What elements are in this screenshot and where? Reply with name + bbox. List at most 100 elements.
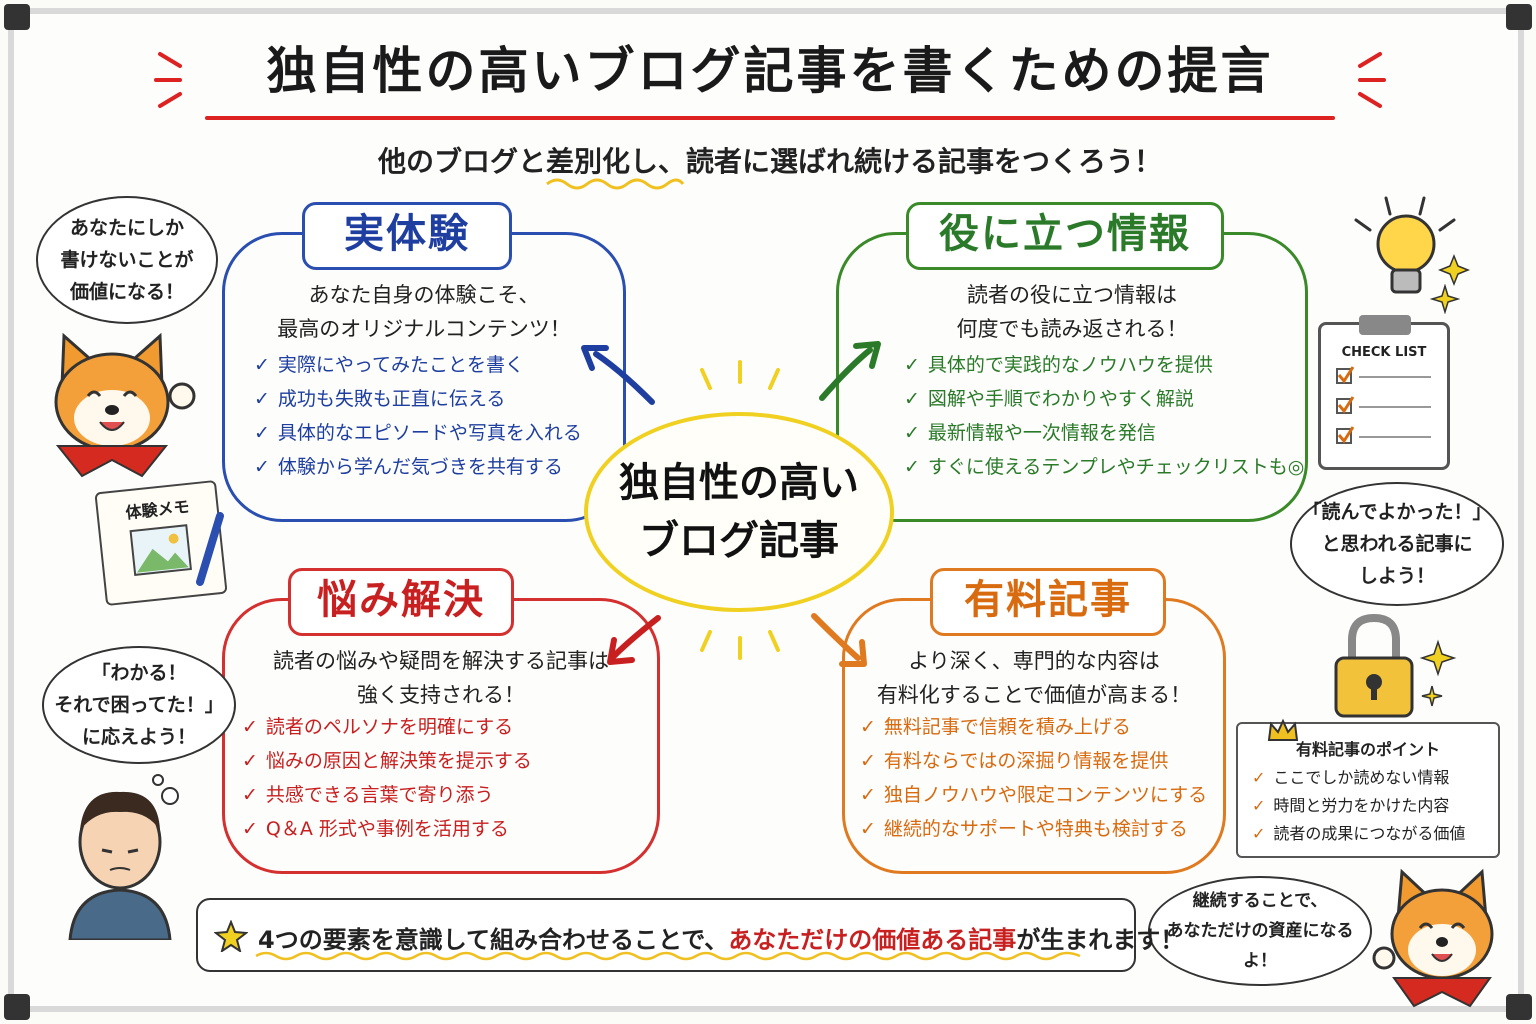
solve-label: 悩み解決: [288, 568, 514, 636]
list-item: ✓時間と労力をかけた内容: [1252, 792, 1465, 820]
item-text: 実際にやってみたことを書く: [277, 354, 524, 376]
bubble-line: 価値になる！: [69, 281, 184, 303]
check-icon: ✓: [904, 456, 920, 478]
experience-list: ✓実際にやってみたことを書く ✓成功も失敗も正直に伝える ✓具体的なエピソードや…: [254, 348, 582, 484]
list-item: ✓体験から学んだ気づきを共有する: [254, 450, 582, 484]
center-topic: 独自性の高い ブログ記事: [584, 412, 894, 612]
speech-bubble-mid-left: 「わかる！ それで困ってた！」に応えよう！: [42, 646, 236, 764]
check-icon: ✓: [860, 784, 876, 806]
useful-label: 役に立つ情報: [906, 202, 1224, 270]
bubble-line: に応えよう！: [81, 726, 196, 748]
shiba-dog-pointing-icon: [1372, 868, 1494, 1008]
checklist-clipboard: CHECK LIST: [1318, 315, 1450, 470]
bubble-line: あなたにしか: [69, 217, 184, 239]
check-icon: ✓: [904, 354, 920, 376]
shiba-dog-icon: [54, 332, 196, 478]
speech-bubble-top-left: あなたにしか書けないことが価値になる！: [36, 196, 218, 324]
list-item: ✓ 具体的で実践的なノウハウを提供: [904, 348, 1304, 382]
item-text: 体験から学んだ気づきを共有する: [277, 456, 563, 478]
title-accent-left-icon: [154, 52, 182, 108]
paid-list: ✓無料記事で信頼を積み上げる ✓ 有料ならではの深掘り情報を提供 ✓独自ノウハウや…: [860, 710, 1207, 846]
list-item: ✓Q＆A 形式や事例を活用する: [242, 812, 532, 846]
center-arrows: [581, 341, 881, 667]
check-icon: ✓: [860, 716, 876, 738]
check-icon: ✓: [860, 750, 876, 772]
speech-bubble-bottom-right: 継続することで、あなただけの資産になるよ！: [1148, 876, 1372, 986]
list-item: ✓ここでしか読めない情報: [1252, 764, 1465, 792]
bubble-line: それで困ってた！」: [54, 694, 224, 716]
item-text: Q＆A 形式や事例を活用する: [265, 818, 509, 840]
board-corner: [1506, 994, 1532, 1020]
experience-intro-line1: あなた自身の体験こそ、: [308, 283, 540, 307]
item-text: 読者の成果につながる価値: [1273, 824, 1466, 843]
checklist-lines-icon: [1336, 366, 1431, 444]
title-underline: [205, 116, 1335, 120]
check-icon: ✓: [242, 716, 258, 738]
item-text: 継続的なサポートや特典も検討する: [883, 818, 1188, 840]
footer-text-before: 4つの要素を意識して組み合わせることで、: [258, 926, 729, 954]
paid-intro-line1: より深く、専門的な内容は: [908, 649, 1160, 673]
footer-text-after: が生まれます！: [1016, 926, 1185, 954]
star-icon: [214, 920, 248, 952]
footer-wave-underline: [255, 951, 1081, 961]
bubble-line: 「読んでよかった！」: [1302, 501, 1492, 523]
list-item: ✓ 共感できる言葉で寄り添う: [242, 778, 532, 812]
bubble-line: と思われる記事に: [1321, 533, 1473, 555]
pen-icon: [196, 512, 224, 586]
list-item: ✓無料記事で信頼を積み上げる: [860, 710, 1207, 744]
experience-label: 実体験: [302, 202, 512, 270]
center-line1: 独自性の高い: [619, 460, 859, 506]
list-item: ✓悩みの原因と解決策を提示する: [242, 744, 532, 778]
paid-intro-line2: 有料化することで価値が高まる！: [876, 683, 1192, 707]
solve-intro: 読者の悩みや疑問を解決する記事は 強く支持される！: [232, 644, 650, 712]
item-text: すぐに使えるテンプレやチェックリストも◎: [927, 456, 1305, 478]
page-subtitle: 他のブログと差別化し、読者に選ばれ続ける記事をつくろう！: [377, 145, 1162, 178]
list-item: ✓ 読者のペルソナを明確にする: [242, 710, 532, 744]
photo-icon: [129, 524, 192, 576]
list-item: ✓成功も失敗も正直に伝える: [254, 382, 582, 416]
worried-person-icon: [68, 774, 179, 940]
bubble-line: しよう！: [1358, 565, 1435, 587]
board-corner: [4, 4, 30, 30]
board-corner: [1506, 4, 1532, 30]
list-item: ✓ 有料ならではの深掘り情報を提供: [860, 744, 1207, 778]
bubble-line: あなただけの資産になるよ！: [1166, 921, 1354, 971]
clipboard-clip: [1359, 315, 1411, 335]
check-icon: ✓: [904, 422, 920, 444]
list-item: ✓継続的なサポートや特典も検討する: [860, 812, 1207, 846]
item-text: 有料ならではの深掘り情報を提供: [883, 750, 1169, 772]
useful-intro: 読者の役に立つ情報は 何度でも読み返される！: [846, 278, 1298, 346]
item-text: 悩みの原因と解決策を提示する: [265, 750, 532, 772]
arrow-to-experience-icon: [593, 351, 655, 405]
item-text: 図解や手順でわかりやすく解説: [927, 388, 1194, 410]
item-text: 読者のペルソナを明確にする: [265, 716, 514, 738]
page-title-wrap: 独自性の高いブログ記事を書くための提言: [200, 36, 1340, 106]
arrow-head: [607, 637, 635, 665]
arrow-head: [853, 341, 881, 369]
item-text: 時間と労力をかけた内容: [1273, 796, 1450, 815]
speech-bubble-mid-right: 「読んでよかった！」と思われる記事にしよう！: [1290, 482, 1504, 606]
useful-intro-line2: 何度でも読み返される！: [956, 317, 1188, 341]
item-text: 共感できる言葉で寄り添う: [265, 784, 494, 806]
solve-list: ✓ 読者のペルソナを明確にする ✓悩みの原因と解決策を提示する ✓ 共感できる言葉で…: [242, 710, 532, 846]
check-icon: ✓: [242, 784, 258, 806]
check-icon: ✓: [254, 354, 270, 376]
check-icon: ✓: [904, 388, 920, 410]
footer-text: 4つの要素を意識して組み合わせることで、あなただけの価値ある記事が生まれます！: [258, 920, 1184, 955]
list-item: ✓独自ノウハウや限定コンテンツにする: [860, 778, 1207, 812]
experience-memo-pad: 体験メモ: [94, 479, 228, 607]
title-accent-right-icon: [1358, 52, 1386, 108]
subtitle-wave-underline: [546, 178, 685, 190]
solve-intro-line2: 強く支持される！: [357, 683, 525, 707]
experience-intro: あなた自身の体験こそ、 最高のオリジナルコンテンツ！: [232, 278, 616, 346]
item-text: 具体的で実践的なノウハウを提供: [927, 354, 1213, 376]
paid-label: 有料記事: [930, 568, 1166, 636]
check-icon: ✓: [1252, 768, 1266, 787]
arrow-to-solve-icon: [611, 615, 661, 659]
sparkle-icon: [1430, 284, 1460, 314]
crown-icon: [1267, 718, 1299, 741]
list-item: ✓ すぐに使えるテンプレやチェックリストも◎: [904, 450, 1304, 484]
arrow-head: [839, 639, 867, 667]
arrow-to-paid-icon: [811, 613, 861, 661]
bubble-line: 「わかる！: [91, 662, 187, 684]
